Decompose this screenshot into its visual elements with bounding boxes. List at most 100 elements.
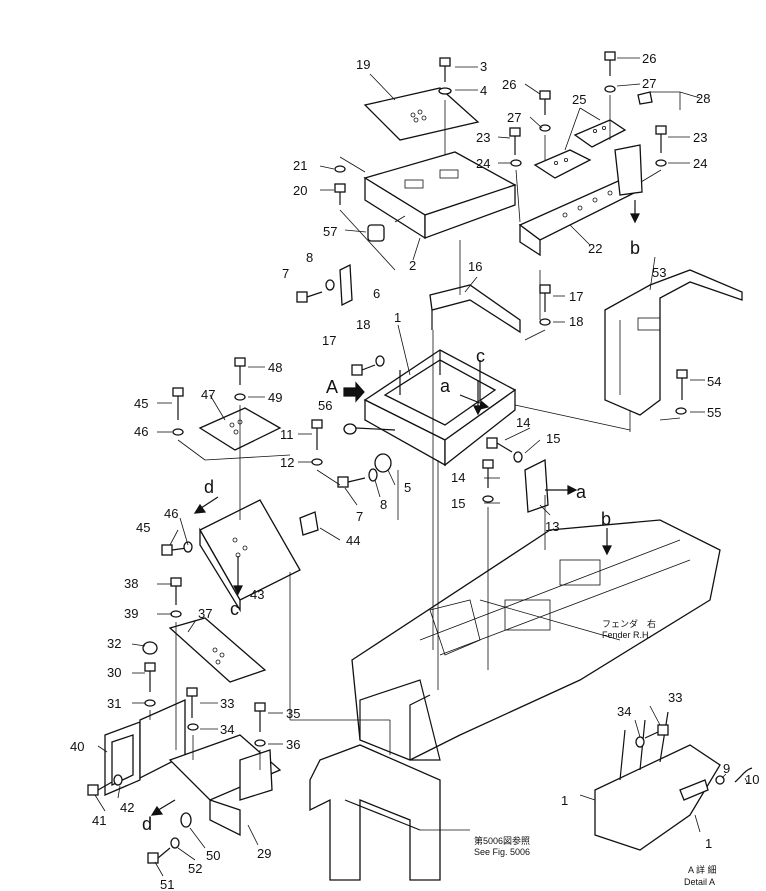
letter-A: A — [326, 377, 338, 397]
washer-42 — [113, 774, 123, 786]
label-36: 36 — [286, 737, 300, 752]
bolt-54 — [676, 369, 688, 400]
pin-50 — [180, 812, 192, 828]
bolt-51 — [147, 847, 171, 864]
detail-a-title-jp: A 詳 細 — [688, 864, 717, 875]
bracket-22 — [518, 144, 643, 257]
label-19: 19 — [356, 57, 370, 72]
label-28: 28 — [696, 91, 710, 106]
bracket-6 — [339, 263, 353, 307]
label-23a: 23 — [476, 130, 490, 145]
label-1a: 1 — [394, 310, 401, 325]
label-7b: 7 — [356, 509, 363, 524]
bolt-48 — [234, 357, 246, 385]
label-1c: 1 — [705, 836, 712, 851]
bolt-3 — [439, 57, 451, 82]
bolt-45b — [161, 544, 188, 556]
label-31: 31 — [107, 696, 121, 711]
washer-46a — [172, 428, 184, 436]
label-35: 35 — [286, 706, 300, 721]
washer-39 — [170, 610, 182, 618]
fender-note-jp: フェンダ 右 — [602, 618, 656, 629]
collar-56 — [343, 423, 396, 435]
label-29: 29 — [257, 846, 271, 861]
washer-31 — [144, 699, 156, 707]
label-57: 57 — [323, 224, 337, 239]
label-9: 9 — [723, 761, 730, 776]
label-3: 3 — [480, 59, 487, 74]
label-40: 40 — [70, 739, 84, 754]
bolt-17b — [351, 364, 376, 376]
label-11: 11 — [280, 427, 294, 442]
label-32: 32 — [107, 636, 121, 651]
letter-c-left: c — [230, 599, 239, 619]
label-27b: 27 — [642, 76, 656, 91]
fender-note-en: Fender R.H. — [602, 630, 651, 640]
bolt-26a — [539, 90, 551, 115]
bolt-41 — [87, 781, 113, 796]
washer-27a — [539, 124, 551, 132]
washer-24a — [510, 159, 522, 167]
washer-34b — [635, 736, 645, 748]
label-22: 22 — [588, 241, 602, 256]
callout-numbers: 19 3 4 26 27 26 27 28 25 23 24 23 24 21 … — [70, 51, 759, 891]
label-56: 56 — [318, 398, 332, 413]
label-2: 2 — [409, 258, 416, 273]
label-50: 50 — [206, 848, 220, 863]
label-24b: 24 — [693, 156, 707, 171]
bolt-11 — [311, 419, 323, 450]
box-40 — [104, 721, 141, 796]
bolt-26b — [604, 51, 616, 76]
letter-a-mid: a — [440, 376, 451, 396]
bolt-33b — [644, 724, 669, 739]
label-10: 10 — [745, 772, 759, 787]
label-5: 5 — [404, 480, 411, 495]
label-8a: 8 — [306, 250, 313, 265]
label-55: 55 — [707, 405, 721, 420]
bolt-20 — [334, 183, 346, 205]
label-34a: 34 — [220, 722, 234, 737]
washer-21 — [334, 165, 346, 173]
label-47: 47 — [201, 387, 215, 402]
washer-15b — [482, 495, 494, 503]
letter-b-right: b — [601, 509, 611, 529]
letter-c-top: c — [476, 346, 485, 366]
label-24a: 24 — [476, 156, 490, 171]
washer-52 — [170, 837, 180, 849]
bolt-7b — [337, 476, 366, 488]
label-18a: 18 — [569, 314, 583, 329]
bolt-23b — [655, 125, 667, 153]
label-30: 30 — [107, 665, 121, 680]
label-45a: 45 — [134, 396, 148, 411]
label-17a: 17 — [569, 289, 583, 304]
washer-18a — [539, 318, 551, 326]
bolt-35 — [254, 702, 266, 732]
washer-34a — [187, 723, 199, 731]
see-fig-note-en: See Fig. 5006 — [474, 847, 530, 857]
floor-frame-2 — [363, 151, 517, 240]
label-33b: 33 — [668, 690, 682, 705]
label-27a: 27 — [507, 110, 521, 125]
letter-b-top: b — [630, 238, 640, 258]
label-6: 6 — [373, 286, 380, 301]
bracket-16 — [429, 284, 521, 334]
label-37: 37 — [198, 606, 212, 621]
washer-15a — [513, 451, 523, 463]
label-44: 44 — [346, 533, 360, 548]
label-17b: 17 — [322, 333, 336, 348]
label-20: 20 — [293, 183, 307, 198]
label-42: 42 — [120, 800, 134, 815]
bolt-33a — [186, 687, 198, 718]
washer-55 — [675, 407, 687, 415]
label-4: 4 — [480, 83, 487, 98]
washer-46b — [183, 541, 193, 553]
label-8b: 8 — [380, 497, 387, 512]
washer-27b — [604, 85, 616, 93]
plates-25 — [533, 119, 627, 179]
label-48: 48 — [268, 360, 282, 375]
direction-arrows — [150, 200, 640, 816]
bracket-43 — [199, 499, 301, 613]
label-14b: 14 — [451, 470, 465, 485]
clip-44 — [299, 511, 319, 536]
